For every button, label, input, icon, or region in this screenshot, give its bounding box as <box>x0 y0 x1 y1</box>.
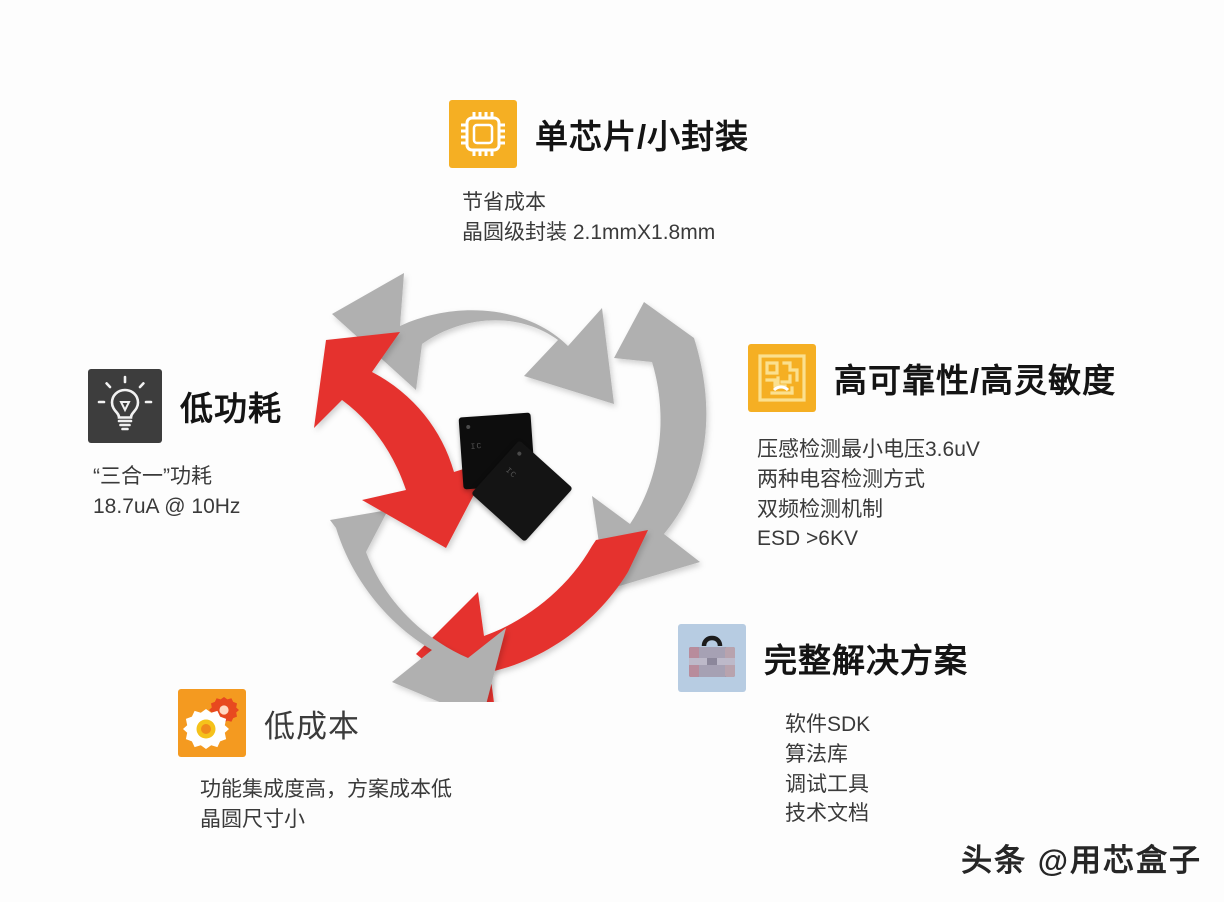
chip-pin1-dot <box>516 450 523 457</box>
feature-header: 高可靠性/高灵敏度 <box>748 344 1116 412</box>
feature-title: 低功耗 <box>180 390 282 427</box>
detail-line: 晶圆级封装 2.1mmX1.8mm <box>462 220 716 244</box>
chip-marking: IC <box>503 466 518 481</box>
feature-solution: 完整解决方案 软件SDK 算法库 调试工具 技术文档 <box>678 624 968 829</box>
feature-low-cost: 低成本 功能集成度高，方案成本低 晶圆尺寸小 <box>178 689 452 835</box>
feature-reliability: 高可靠性/高灵敏度 压感检测最小电压3.6uV 两种电容检测方式 双频检测机制 … <box>748 344 1116 554</box>
feature-header: 低成本 <box>178 689 452 757</box>
feature-header: 低功耗 <box>88 369 282 443</box>
feature-title: 完整解决方案 <box>764 642 968 679</box>
cycle-diagram <box>296 262 746 702</box>
detail-line: 压感检测最小电压3.6uV <box>757 438 980 461</box>
detail-line: 节省成本 <box>462 191 546 214</box>
detail-line: 两种电容检测方式 <box>757 467 925 491</box>
detail-line: 调试工具 <box>785 772 869 796</box>
arrow-left <box>314 332 492 548</box>
feature-detail-lines: 压感检测最小电压3.6uV 两种电容检测方式 双频检测机制 ESD >6KV <box>757 435 1116 554</box>
circuit-maze-icon <box>748 344 816 412</box>
chip-pin1-dot <box>466 424 471 430</box>
feature-header: 完整解决方案 <box>678 624 968 692</box>
detail-line: “三合一”功耗 <box>93 465 212 488</box>
feature-title: 低成本 <box>264 708 360 744</box>
microchip-icon <box>449 100 517 168</box>
detail-line: 技术文档 <box>785 802 869 826</box>
arrow-right <box>592 302 707 590</box>
briefcase-icon <box>678 624 746 692</box>
detail-line: 功能集成度高，方案成本低 <box>200 778 452 801</box>
feature-title: 单芯片/小封装 <box>535 118 750 155</box>
detail-line: 18.7uA @ 10Hz <box>93 494 241 518</box>
feature-low-power: 低功耗 “三合一”功耗 18.7uA @ 10Hz <box>88 369 282 522</box>
feature-header: 单芯片/小封装 <box>449 100 749 168</box>
arrow-top <box>332 273 614 404</box>
chip-marking: IC <box>470 442 483 452</box>
feature-detail-lines: 软件SDK 算法库 调试工具 技术文档 <box>785 710 968 829</box>
lightbulb-icon <box>88 369 162 443</box>
detail-line: 双频检测机制 <box>757 497 883 521</box>
feature-detail-lines: “三合一”功耗 18.7uA @ 10Hz <box>93 462 282 522</box>
detail-line: ESD >6KV <box>757 527 858 551</box>
gears-icon <box>178 689 246 757</box>
watermark: 头条 @用芯盒子 <box>961 843 1202 878</box>
feature-single-chip: 单芯片/小封装 节省成本 晶圆级封装 2.1mmX1.8mm <box>449 100 749 248</box>
feature-detail-lines: 功能集成度高，方案成本低 晶圆尺寸小 <box>200 775 452 835</box>
detail-line: 软件SDK <box>785 713 871 736</box>
arrow-bottom-left <box>330 510 506 702</box>
detail-line: 算法库 <box>785 742 848 766</box>
feature-detail-lines: 节省成本 晶圆级封装 2.1mmX1.8mm <box>462 188 749 248</box>
feature-title: 高可靠性/高灵敏度 <box>834 362 1117 399</box>
detail-line: 晶圆尺寸小 <box>200 807 305 831</box>
